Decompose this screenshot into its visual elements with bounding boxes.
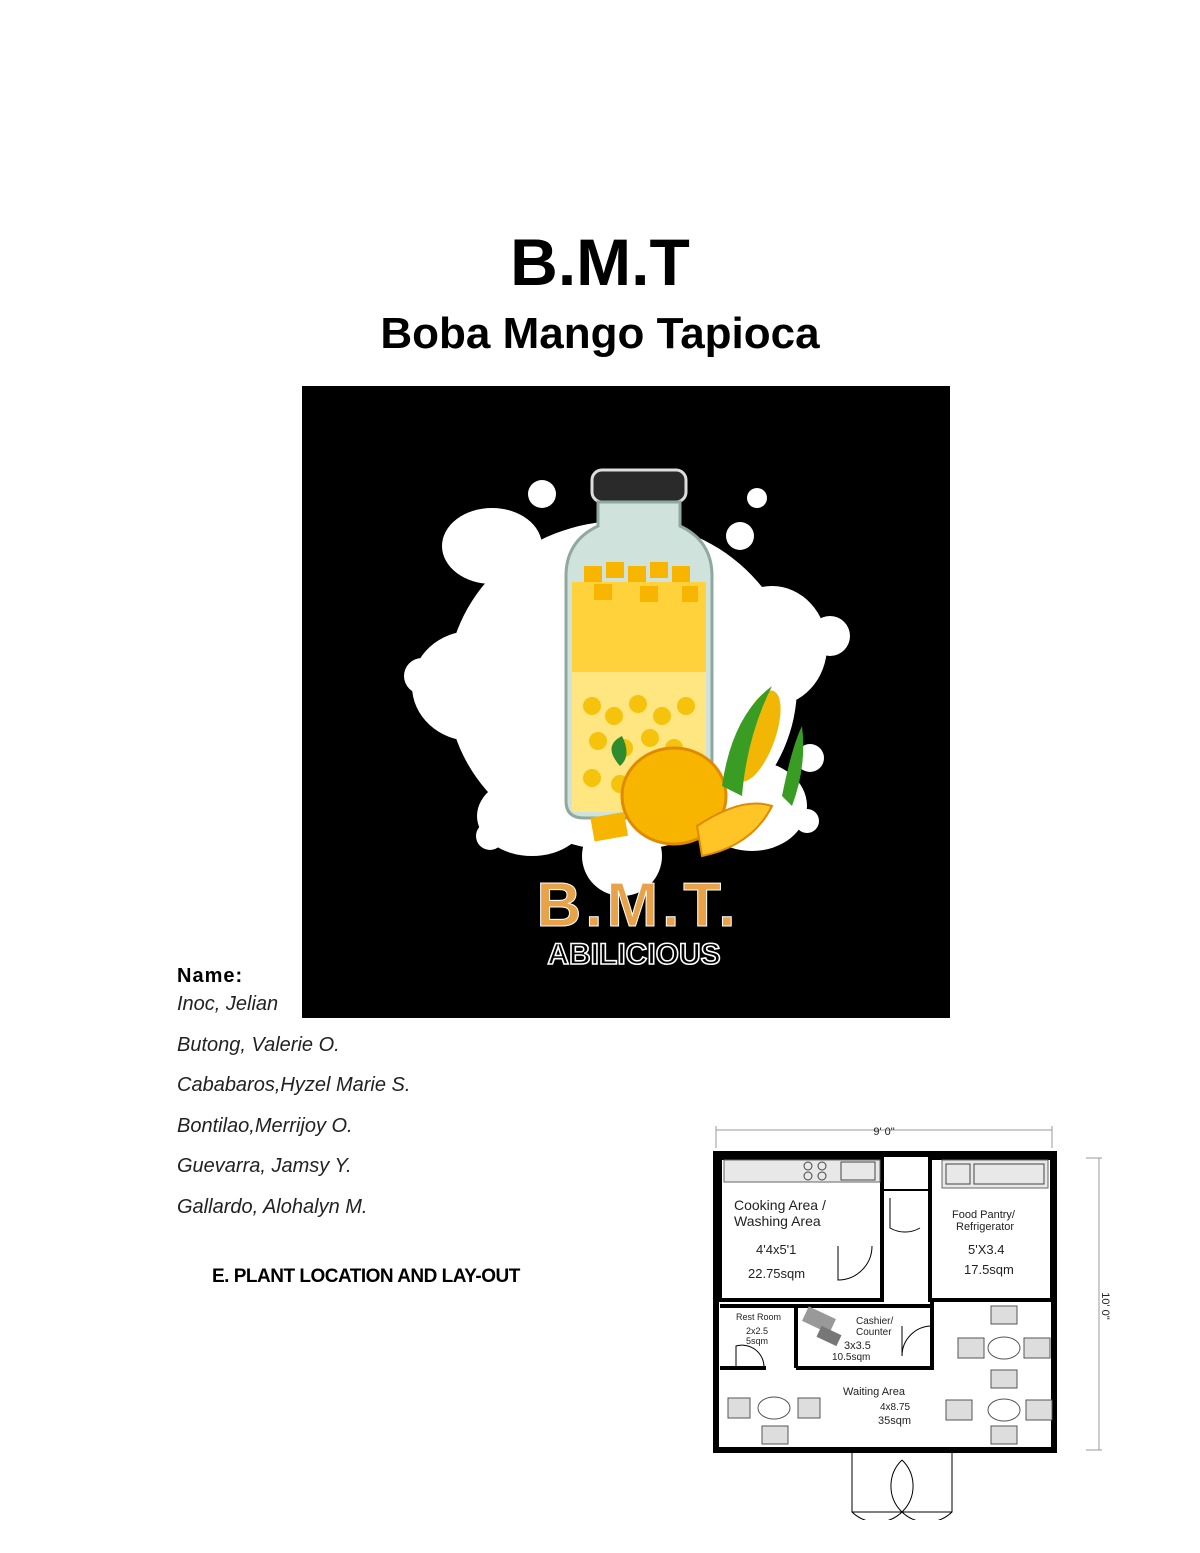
cooking-area-size: 22.75sqm (748, 1266, 805, 1281)
list-item: Bontilao,Merrijoy O. (177, 1114, 353, 1137)
brand-logo: B.M.T. ABILICIOUS (302, 386, 950, 1018)
refrigerator-label: Refrigerator (956, 1221, 1014, 1233)
list-item: Gallardo, Alohalyn M. (177, 1195, 368, 1218)
logo-brand-text: B.M.T. (536, 871, 739, 940)
list-item: Inoc, Jelian (177, 993, 279, 1015)
logo-artwork: B.M.T. ABILICIOUS (404, 468, 850, 972)
floor-plan: 9' 0" 10' 0" (706, 1120, 1116, 1523)
floor-plan-drawing: 9' 0" 10' 0" (713, 1126, 1111, 1523)
cashier-label: Cashier/ (856, 1316, 893, 1327)
document-title: B.M.T (510, 225, 690, 299)
cooking-area-label: Cooking Area / (734, 1197, 826, 1213)
list-item: Butong, Valerie O. (177, 1033, 340, 1056)
list-item: Cababaros,Hyzel Marie S. (177, 1074, 411, 1097)
pantry-size: 17.5sqm (964, 1262, 1014, 1277)
cooking-area-dims: 4'4x5'1 (756, 1242, 796, 1257)
cashier-size: 10.5sqm (832, 1352, 870, 1363)
waiting-area-label: Waiting Area (843, 1386, 906, 1398)
counter-label: Counter (856, 1327, 892, 1338)
cashier-dims: 3x3.5 (844, 1340, 871, 1352)
waiting-area-size: 35sqm (878, 1415, 911, 1427)
waiting-area-dims: 4x8.75 (880, 1402, 910, 1413)
washing-area-label: Washing Area (734, 1213, 821, 1229)
width-dimension-label: 9' 0" (873, 1126, 894, 1138)
pantry-label: Food Pantry/ (952, 1209, 1016, 1221)
mango-icon (590, 736, 774, 858)
corn-icon (722, 686, 804, 806)
member-list: Inoc, Jelian Butong, Valerie O. Cababaro… (177, 990, 410, 1234)
restroom-size: 5sqm (746, 1336, 768, 1346)
members-label: Name: (177, 965, 244, 987)
logo-tagline-text: ABILICIOUS (547, 938, 720, 971)
restroom-dims: 2x2.5 (746, 1326, 768, 1336)
pantry-dims: 5'X3.4 (968, 1242, 1004, 1257)
section-heading: E. PLANT LOCATION AND LAY-OUT (212, 1266, 520, 1287)
list-item: Guevarra, Jamsy Y. (177, 1155, 352, 1178)
height-dimension-label: 10' 0" (1099, 1292, 1111, 1320)
document-subtitle: Boba Mango Tapioca (380, 309, 820, 358)
restroom-label: Rest Room (736, 1312, 781, 1322)
